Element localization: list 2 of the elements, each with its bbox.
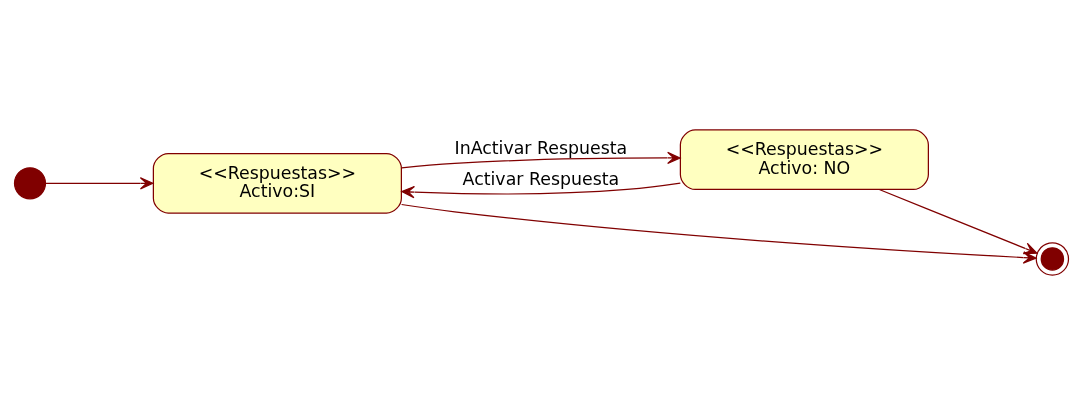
edge-label: Activar Respuesta (462, 168, 620, 189)
edge-label: InActivar Respuesta (454, 137, 628, 158)
